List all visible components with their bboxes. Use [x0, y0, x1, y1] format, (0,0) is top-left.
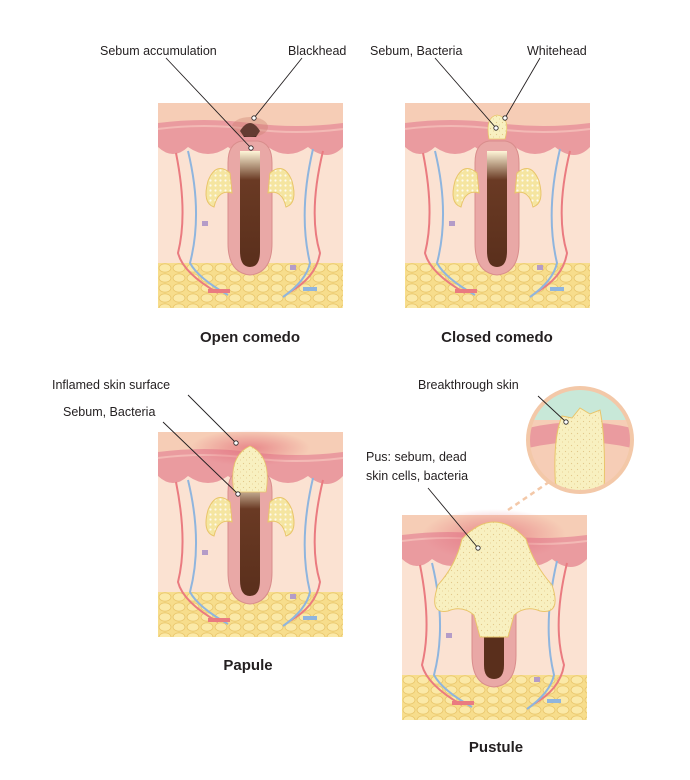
- label-whitehead: Whitehead: [527, 44, 587, 58]
- inset-breakthrough-skin: [528, 388, 632, 492]
- label-blackhead: Blackhead: [288, 44, 346, 58]
- title-papule: Papule: [223, 657, 272, 674]
- label-pus-line1: Pus: sebum, dead: [366, 450, 467, 464]
- title-open-comedo: Open comedo: [200, 329, 300, 346]
- label-inflamed-skin-surface: Inflamed skin surface: [52, 378, 170, 392]
- label-pus-line2: skin cells, bacteria: [366, 469, 468, 483]
- panel-pustule: [402, 509, 587, 720]
- panel-papule: [158, 430, 343, 637]
- title-closed-comedo: Closed comedo: [441, 329, 553, 346]
- label-breakthrough-skin: Breakthrough skin: [418, 378, 519, 392]
- panel-open-comedo: [158, 103, 343, 308]
- title-pustule: Pustule: [469, 739, 523, 756]
- panel-closed-comedo: [405, 103, 590, 308]
- label-sebum-bacteria-papule: Sebum, Bacteria: [63, 405, 155, 419]
- label-sebum-accumulation: Sebum accumulation: [100, 44, 217, 58]
- label-sebum-bacteria-closed: Sebum, Bacteria: [370, 44, 462, 58]
